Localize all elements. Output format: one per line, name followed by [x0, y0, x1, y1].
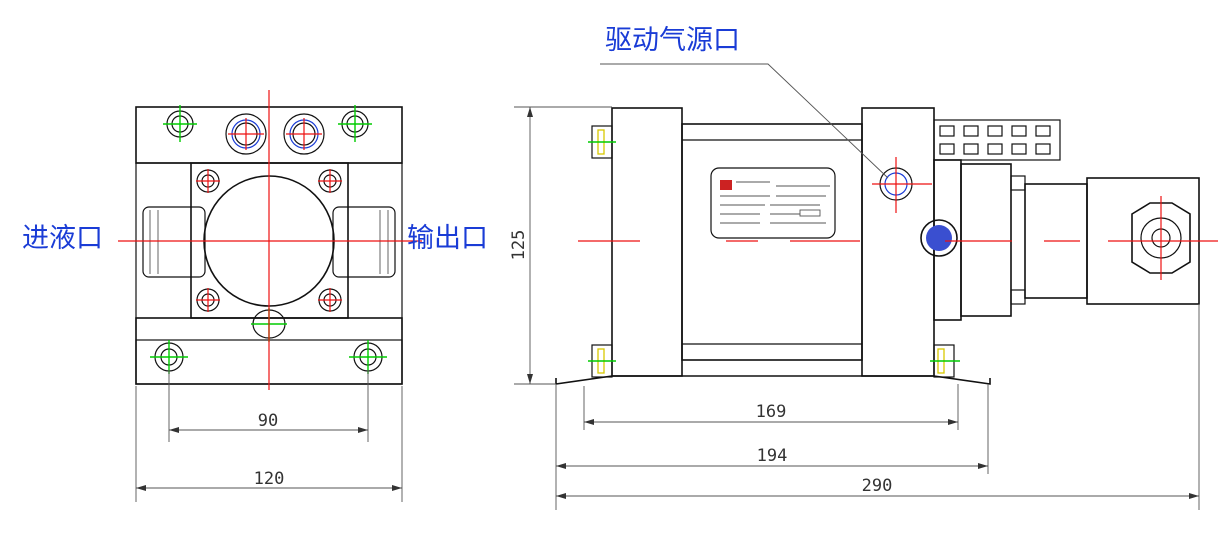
label-liquid-inlet: 进液口	[22, 223, 103, 254]
outlet-fitting	[1131, 202, 1191, 274]
dim-side-169: 169	[756, 402, 787, 422]
vent-grid	[939, 125, 1051, 155]
label-drive-air-port: 驱动气源口	[605, 25, 740, 56]
dim-front-90: 90	[258, 411, 278, 431]
top-port-group	[163, 105, 372, 155]
gauge-port	[920, 219, 958, 257]
dim-front-120: 120	[254, 469, 285, 489]
dim-side-290: 290	[862, 476, 893, 496]
dim-side-125: 125	[509, 230, 529, 261]
body-bolt-group	[196, 169, 342, 312]
dim-side-194: 194	[757, 446, 788, 466]
nameplate	[710, 167, 836, 239]
front-view: 90 120	[118, 90, 422, 502]
side-view: 125 169 194 290	[509, 63, 1218, 510]
label-outlet: 输出口	[407, 223, 488, 254]
corner-bolts	[588, 125, 960, 378]
